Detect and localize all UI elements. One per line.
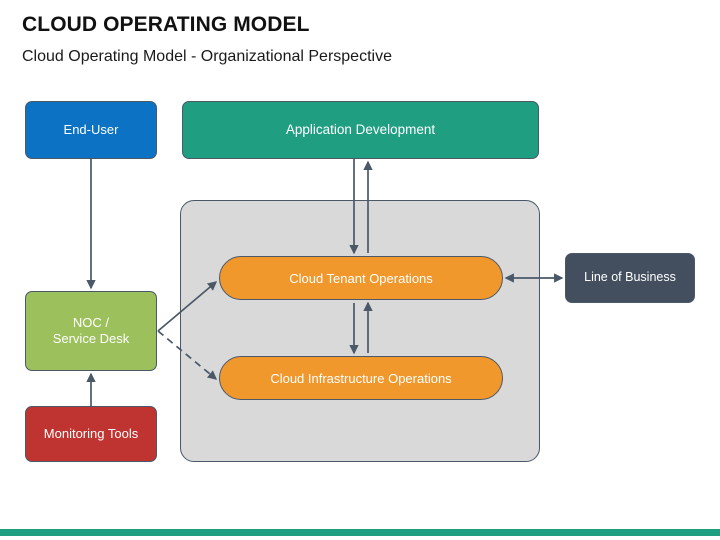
node-monitoring-tools-label: Monitoring Tools [43,425,139,441]
node-application-development[interactable]: Application Development [182,101,539,159]
node-noc-service-desk-label-line2: Service Desk [52,331,130,346]
node-noc-service-desk[interactable]: NOC / Service Desk [25,291,157,371]
node-cloud-tenant-operations[interactable]: Cloud Tenant Operations [219,256,503,300]
cloud-operations-container [180,200,540,462]
node-cloud-infrastructure-operations[interactable]: Cloud Infrastructure Operations [219,356,503,400]
page-subtitle: Cloud Operating Model - Organizational P… [22,48,392,65]
page-title: CLOUD OPERATING MODEL [22,13,310,36]
node-monitoring-tools[interactable]: Monitoring Tools [25,406,157,462]
node-noc-service-desk-label: NOC / Service Desk [53,315,130,348]
node-cloud-infrastructure-operations-label: Cloud Infrastructure Operations [270,370,452,386]
node-line-of-business[interactable]: Line of Business [565,253,695,303]
node-noc-service-desk-label-line1: NOC / [72,314,110,330]
node-application-development-label: Application Development [285,121,436,137]
node-end-user-label: End-User [63,121,119,137]
node-cloud-tenant-operations-label: Cloud Tenant Operations [289,270,433,286]
node-end-user[interactable]: End-User [25,101,157,159]
node-line-of-business-label: Line of Business [584,270,676,285]
bottom-accent-bar [0,529,720,536]
